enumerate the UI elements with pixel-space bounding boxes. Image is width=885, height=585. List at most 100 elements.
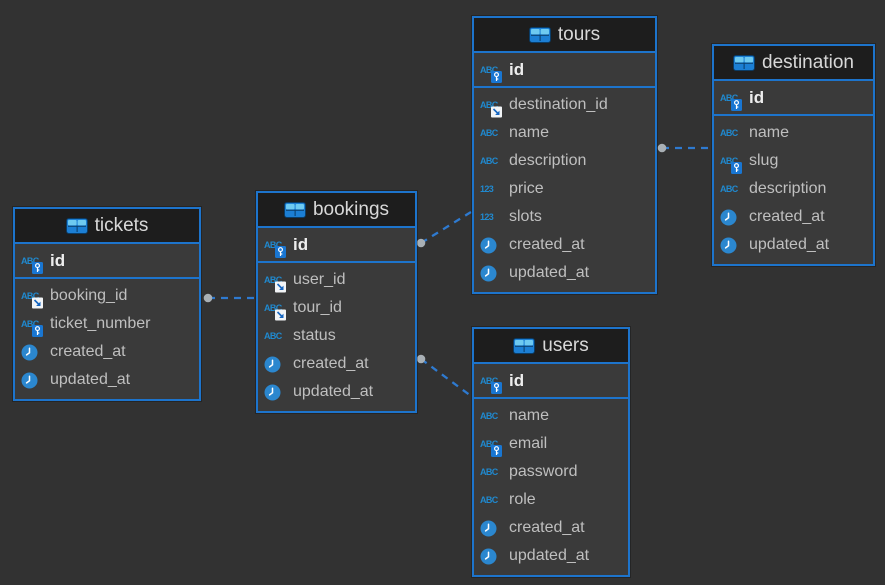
column-name: description (749, 180, 827, 197)
datetime-icon (480, 519, 503, 537)
table-header[interactable]: users (474, 329, 628, 364)
varchar-icon: ABC (21, 315, 44, 337)
column-name: created_at (509, 519, 585, 536)
table-title: users (542, 334, 589, 356)
reference-badge-icon (275, 309, 286, 321)
table-header[interactable]: tours (474, 18, 655, 53)
key-badge-icon (491, 71, 502, 83)
table-icon (283, 201, 306, 218)
column-row-created_at[interactable]: created_at (258, 350, 415, 378)
varchar-icon: ABC (264, 299, 287, 321)
column-row-tour_id[interactable]: ABC tour_id (258, 294, 415, 322)
column-name: updated_at (293, 383, 374, 400)
table-icon (513, 337, 536, 354)
column-name: email (509, 435, 548, 452)
relationship-endpoint-dot[interactable] (657, 143, 667, 153)
relationship-line-tickets-bookings[interactable] (203, 293, 255, 303)
key-badge-icon (731, 162, 742, 174)
column-row-slug[interactable]: ABC slug (714, 147, 873, 175)
varchar-icon: ABC (720, 89, 743, 111)
relationship-endpoint-dot[interactable] (416, 238, 426, 248)
column-name: tour_id (293, 299, 342, 316)
column-row-created_at[interactable]: created_at (474, 231, 655, 259)
primary-key-section: ABC id (15, 244, 199, 279)
varchar-icon: ABC (264, 271, 287, 293)
table-header[interactable]: destination (714, 46, 873, 81)
varchar-icon: ABC (720, 152, 743, 174)
column-row-updated_at[interactable]: updated_at (15, 366, 199, 394)
column-name: id (293, 235, 309, 254)
varchar-icon: ABC (21, 287, 44, 309)
column-name: created_at (50, 343, 126, 360)
column-name: name (509, 124, 550, 141)
column-name: id (509, 371, 525, 390)
column-name: status (293, 327, 336, 344)
column-row-updated_at[interactable]: updated_at (474, 259, 655, 287)
table-header[interactable]: tickets (15, 209, 199, 244)
table-header[interactable]: bookings (258, 193, 415, 228)
datetime-icon (720, 208, 743, 226)
column-row-created_at[interactable]: created_at (714, 203, 873, 231)
datetime-icon (264, 355, 287, 373)
key-badge-icon (731, 99, 742, 111)
relationship-line-bookings-users[interactable] (416, 354, 472, 397)
table-icon (65, 217, 88, 234)
column-name: created_at (749, 208, 825, 225)
column-name: created_at (509, 236, 585, 253)
column-row-id[interactable]: ABC id (714, 84, 873, 112)
column-name: updated_at (50, 371, 131, 388)
column-row-updated_at[interactable]: updated_at (714, 231, 873, 259)
relationship-endpoint-dot[interactable] (203, 293, 213, 303)
column-row-updated_at[interactable]: updated_at (474, 542, 628, 570)
column-row-id[interactable]: ABC id (474, 367, 628, 395)
column-row-id[interactable]: ABC id (15, 247, 199, 275)
varchar-icon: ABC (480, 372, 503, 394)
column-name: updated_at (509, 264, 590, 281)
table-title: tickets (94, 214, 149, 236)
column-row-user_id[interactable]: ABC user_id (258, 266, 415, 294)
column-row-updated_at[interactable]: updated_at (258, 378, 415, 406)
column-name: slug (749, 152, 779, 169)
column-row-created_at[interactable]: created_at (474, 514, 628, 542)
relationship-line-tours-destination[interactable] (657, 143, 711, 153)
table-icon (528, 26, 551, 43)
relationship-endpoint-dot[interactable] (416, 354, 426, 364)
reference-badge-icon (275, 281, 286, 293)
datetime-icon (21, 371, 44, 389)
relationship-line-bookings-tours[interactable] (416, 211, 472, 248)
varchar-icon: ABC (21, 252, 44, 274)
number-icon: 123 (480, 183, 494, 194)
varchar-icon: ABC (480, 466, 498, 477)
column-name: id (749, 88, 765, 107)
column-name: id (50, 251, 66, 270)
datetime-icon (480, 547, 503, 565)
datetime-icon (480, 236, 503, 254)
column-row-created_at[interactable]: created_at (15, 338, 199, 366)
column-name: user_id (293, 271, 346, 288)
